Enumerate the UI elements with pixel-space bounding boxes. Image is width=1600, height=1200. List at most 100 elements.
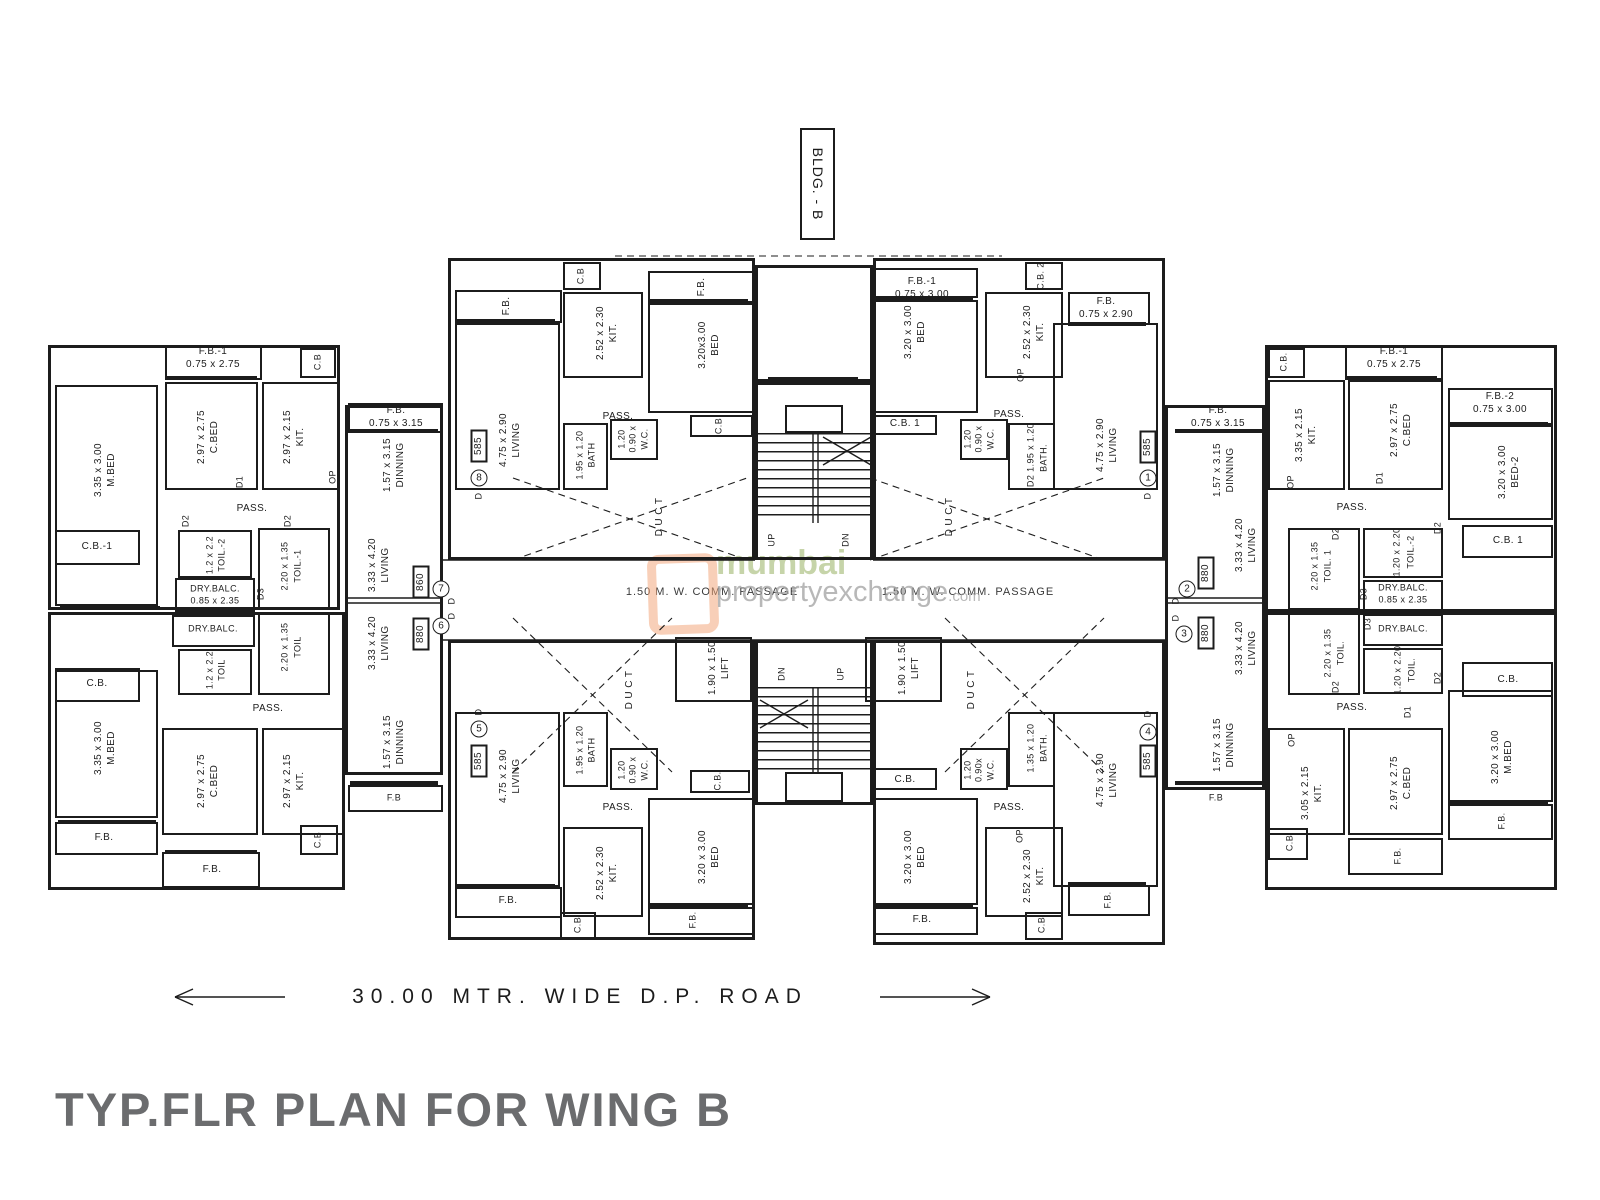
room-label: 2.20 x 1.35 <box>1309 541 1320 591</box>
room-label: PASS. <box>1336 702 1368 713</box>
room-outline <box>1268 828 1308 860</box>
room-label: LIVING <box>1108 427 1119 463</box>
room-label: 0.75 x 2.75 <box>186 359 240 370</box>
room-label: D3 <box>255 587 266 601</box>
room-label: BATH. <box>1038 734 1049 762</box>
room-label: DRY.BALC. <box>1378 582 1428 593</box>
room-outline <box>648 303 755 413</box>
room-label: F.B. <box>696 277 707 297</box>
room-outline <box>1363 614 1443 646</box>
room-label: OP <box>1014 829 1025 843</box>
room-label: F.B.-1 <box>907 276 937 287</box>
room-label: D <box>473 492 484 500</box>
room-label: D U C T <box>624 670 635 710</box>
area-number-label: 880 <box>1200 564 1211 582</box>
window-bar <box>648 299 748 303</box>
room-label: 2.97 x 2.75 <box>1389 756 1400 810</box>
room-label: D2 <box>282 514 293 528</box>
watermark-suffix: .com <box>948 588 981 605</box>
room-label: BED <box>916 846 927 868</box>
room-label: D1 <box>1402 705 1413 719</box>
wall-line <box>971 996 991 1006</box>
room-outline <box>1363 648 1443 694</box>
flat-number-circle: 1 <box>1139 469 1157 487</box>
room-label: 0.90x <box>973 757 984 783</box>
room-label: D2 <box>1432 671 1443 685</box>
room-label: W.C. <box>639 759 650 781</box>
room-outline <box>563 292 643 378</box>
room-label: C.B.-1 <box>81 541 113 552</box>
building-tag-box: BLDG. - B <box>800 128 835 240</box>
window-bar <box>648 904 748 908</box>
wall-line <box>822 436 872 466</box>
room-outline <box>1268 348 1305 378</box>
room-outline <box>455 887 562 918</box>
room-outline <box>610 419 658 460</box>
flat-number-circle: 6 <box>432 617 450 635</box>
room-label: 0.85 x 2.35 <box>1378 594 1428 605</box>
room-label: 2.97 x 2.15 <box>282 754 293 808</box>
room-label: F.B. <box>1208 405 1228 416</box>
room-label: D <box>446 597 457 605</box>
room-label: F.B. <box>94 832 114 843</box>
room-outline <box>1462 662 1553 697</box>
room-label: 3.05 x 2.15 <box>1300 766 1311 820</box>
room-label: PASS. <box>236 503 268 514</box>
passage-label-right: 1.50 M. W. COMM. PASSAGE <box>881 586 1055 598</box>
room-label: W.C. <box>985 428 996 450</box>
room-label: 3.33 x 4.20 <box>1234 621 1245 675</box>
window-bar <box>165 376 257 380</box>
room-outline <box>348 785 443 812</box>
room-label: PASS. <box>993 802 1025 813</box>
room-outline <box>873 415 937 435</box>
room-label: LIVING <box>1247 527 1258 563</box>
room-outline <box>300 825 338 855</box>
room-outline <box>755 382 873 560</box>
room-label: D1 <box>1374 471 1385 485</box>
room-label: 2.20 x 1.35 <box>279 541 290 591</box>
room-outline <box>1025 912 1063 940</box>
room-label: C.B <box>713 417 724 435</box>
room-label: TOIL. 1 <box>1322 549 1333 583</box>
room-label: 3.33 x 4.20 <box>367 538 378 592</box>
room-label: F.B. <box>1096 296 1116 307</box>
wall-line <box>174 996 194 1006</box>
room-label: D <box>1170 597 1181 605</box>
room-label: TOIL.-1 <box>292 549 303 583</box>
room-label: 0.75 x 2.90 <box>1079 309 1133 320</box>
room-label: KIT. <box>295 771 306 791</box>
room-label: LIVING <box>511 758 522 794</box>
room-label: 2.97 x 2.75 <box>196 754 207 808</box>
room-label: C.BED <box>1402 766 1413 800</box>
room-label: LIVING <box>380 547 391 583</box>
room-outline <box>873 640 1165 945</box>
room-label: DINNING <box>1225 447 1236 493</box>
room-label: KIT. <box>1307 425 1318 445</box>
window-bar <box>1448 422 1548 426</box>
room-label: 1.20 x 2.20 <box>1391 527 1402 577</box>
room-label: BED <box>916 321 927 343</box>
room-label: C.BED <box>1402 413 1413 447</box>
room-label: 2.52 x 2.30 <box>595 846 606 900</box>
room-outline <box>785 405 843 433</box>
room-label: 1.20 <box>616 429 627 449</box>
watermark-text: mumbai propertyexchange.com <box>716 546 981 607</box>
room-label: 1.57 x 3.15 <box>382 715 393 769</box>
room-label: BED <box>710 334 721 356</box>
room-label: 1.2 x 2.2 <box>204 650 215 690</box>
room-label: W.C. <box>639 428 650 450</box>
area-number-label: 585 <box>1142 752 1153 770</box>
room-outline <box>175 578 255 612</box>
room-label: W.C. <box>985 759 996 781</box>
room-label: 1.20 x 2.20 <box>1392 645 1403 695</box>
room-label: BED-2 <box>1510 456 1521 488</box>
room-label: 4.75 x 2.90 <box>1095 753 1106 807</box>
room-label: DRY.BALC. <box>190 583 240 594</box>
room-label: D <box>1142 492 1153 500</box>
room-label: D2 1.95 x 1.20 <box>1025 422 1036 488</box>
room-label: 0.90 x <box>973 425 984 453</box>
room-label: 4.75 x 2.90 <box>498 749 509 803</box>
room-label: C.B. <box>894 774 916 785</box>
